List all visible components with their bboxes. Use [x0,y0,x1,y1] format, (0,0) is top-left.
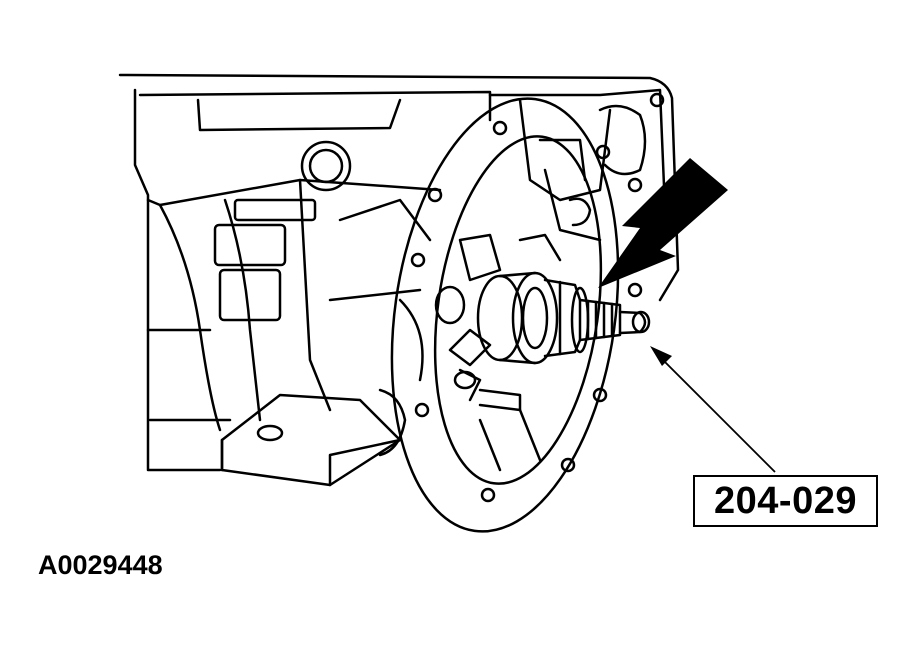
converter-hub [476,274,524,362]
leader-arrowhead [650,346,672,366]
figure-id: A0029448 [38,550,163,580]
leader-line [654,351,776,473]
flange-plate [390,97,620,533]
housing-outline [118,73,680,302]
tool-nut [543,278,582,358]
tool-callout-label: 204-029 [693,475,878,527]
arrow-icon [598,158,728,288]
mounting-pad [220,393,402,487]
vent-boss [300,140,352,192]
tool-threaded-shaft [578,298,622,342]
